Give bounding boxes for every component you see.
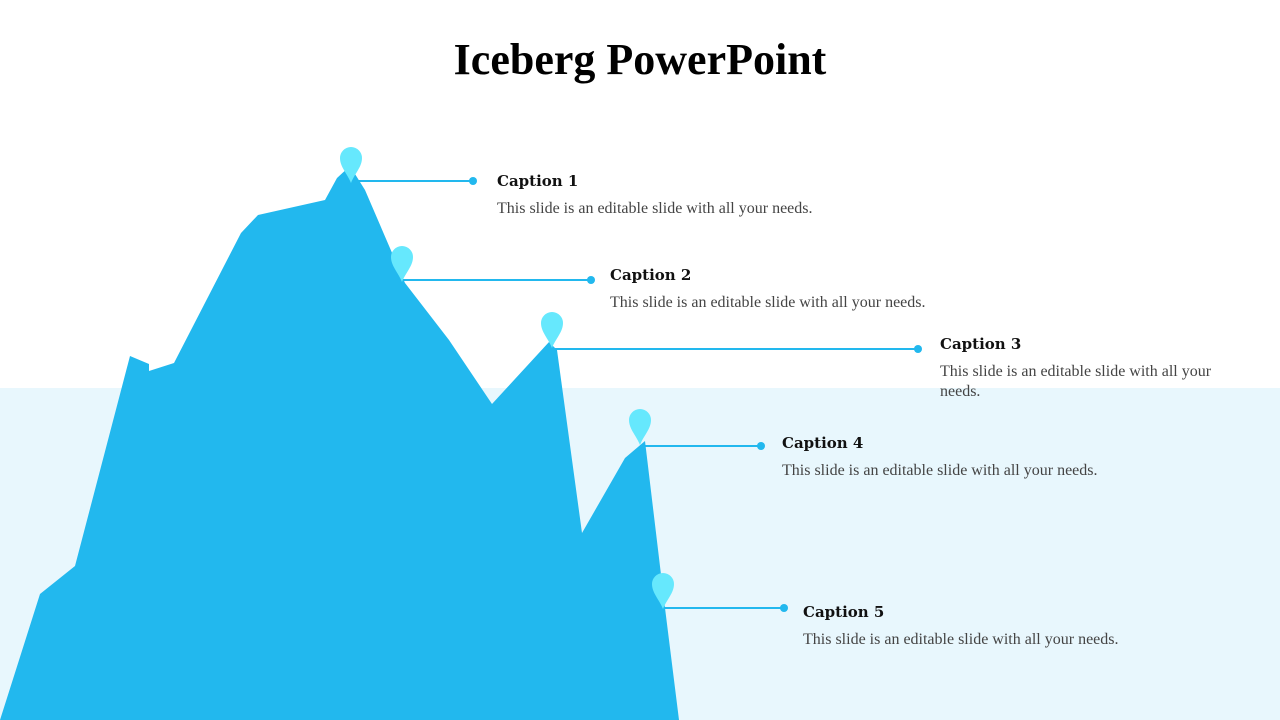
caption-4: Caption 4 This slide is an editable slid…: [782, 434, 1098, 481]
caption-title: Caption 2: [610, 266, 692, 284]
slide-title: Iceberg PowerPoint: [453, 35, 827, 84]
connector-dot: [780, 604, 788, 612]
caption-2: Caption 2 This slide is an editable slid…: [610, 266, 926, 313]
connector-dot: [757, 442, 765, 450]
iceberg-shape: [0, 166, 679, 720]
caption-1: Caption 1 This slide is an editable slid…: [497, 172, 813, 219]
caption-text: This slide is an editable slide with all…: [940, 363, 1212, 400]
caption-text: This slide is an editable slide with all…: [782, 462, 1098, 479]
caption-title: Caption 5: [803, 603, 885, 621]
caption-text: This slide is an editable slide with all…: [610, 294, 926, 311]
map-pin-icon: [541, 312, 563, 348]
caption-5: Caption 5 This slide is an editable slid…: [803, 603, 1119, 650]
connector-dot: [914, 345, 922, 353]
caption-3: Caption 3 This slide is an editable slid…: [940, 335, 1240, 402]
caption-title: Caption 3: [940, 335, 1022, 353]
map-pin-icon: [340, 147, 362, 183]
map-pin-icon: [629, 409, 651, 445]
map-pin-icon: [652, 573, 674, 609]
caption-text: This slide is an editable slide with all…: [803, 631, 1119, 648]
map-pin-icon: [391, 246, 413, 282]
caption-text: This slide is an editable slide with all…: [497, 200, 813, 217]
caption-title: Caption 4: [782, 434, 864, 452]
connector-dot: [469, 177, 477, 185]
connector-dot: [587, 276, 595, 284]
caption-title: Caption 1: [497, 172, 579, 190]
